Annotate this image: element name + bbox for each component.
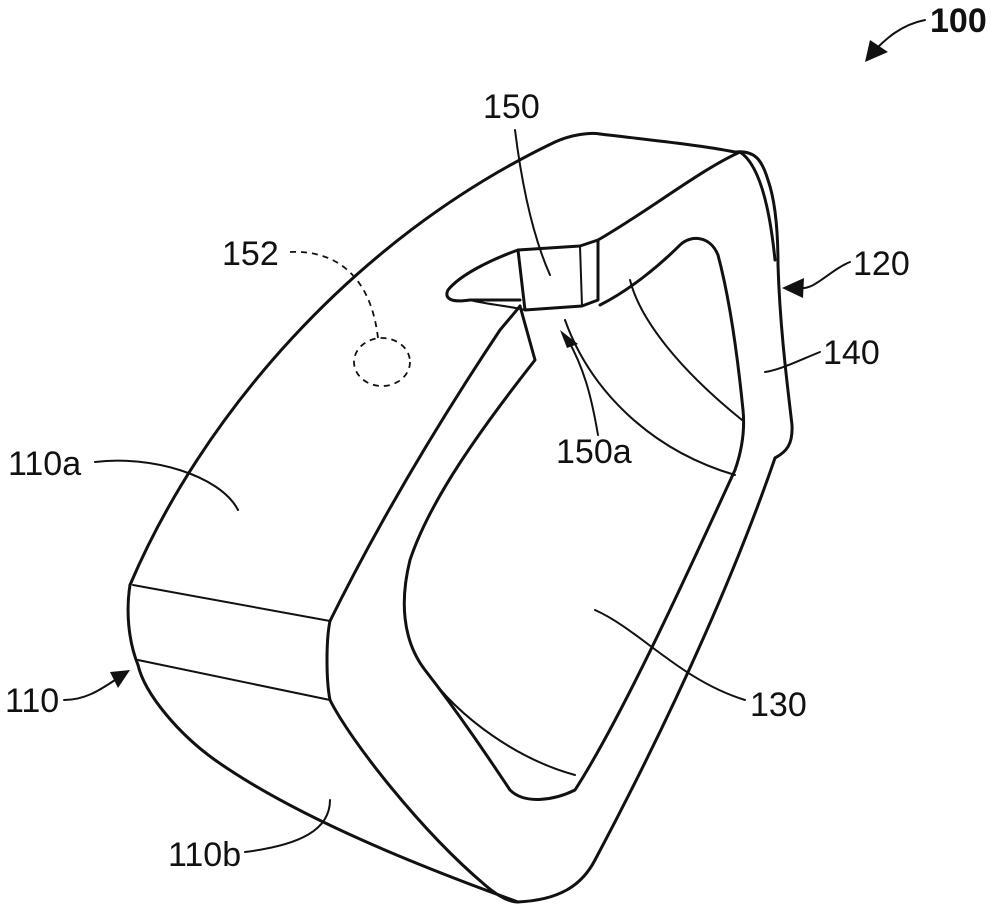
label-140: 140 [823, 334, 880, 372]
arrow-120 [782, 278, 804, 298]
label-152: 152 [222, 235, 279, 273]
leader-lines [64, 20, 925, 852]
label-110: 110 [5, 682, 59, 720]
label-130: 130 [750, 686, 807, 724]
label-110b: 110b [168, 836, 241, 874]
label-100: 100 [930, 2, 987, 40]
arrow-100 [865, 40, 888, 62]
label-150: 150 [483, 88, 540, 126]
arrow-110 [110, 670, 130, 688]
label-120: 120 [853, 245, 910, 283]
hidden-feature-152 [354, 338, 410, 386]
arrowheads [110, 40, 888, 688]
label-150a: 150a [556, 433, 632, 471]
label-110a: 110a [8, 445, 81, 483]
